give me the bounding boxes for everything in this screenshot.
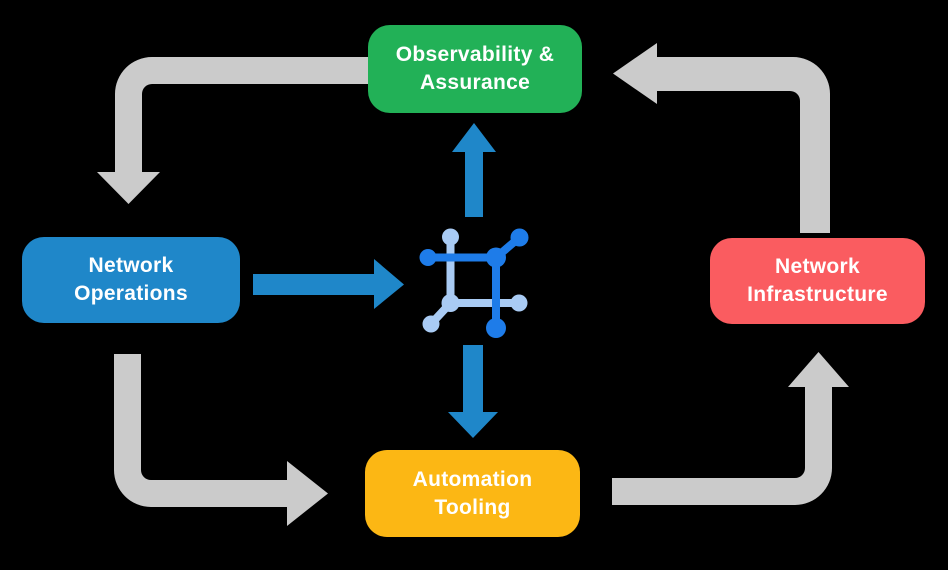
arrow-infrastructure-to-observability bbox=[613, 43, 830, 233]
node-observability-assurance-label: Observability & Assurance bbox=[395, 43, 555, 94]
node-automation-tooling: Automation Tooling bbox=[365, 450, 580, 537]
icon-light-node-diag bbox=[422, 315, 440, 333]
icon-dark-nodes bbox=[419, 228, 529, 338]
node-automation-tooling-label: Automation Tooling bbox=[412, 467, 533, 519]
gray-cycle-arrows bbox=[97, 43, 849, 526]
icon-light-node-top bbox=[442, 228, 459, 246]
arrow-automation-to-infrastructure bbox=[612, 352, 849, 505]
network-automation-icon bbox=[419, 228, 529, 338]
icon-dark-node-bottom bbox=[486, 318, 506, 338]
arrow-center-to-automation bbox=[448, 345, 498, 438]
icon-dark-node-corner bbox=[486, 247, 506, 268]
icon-light-node-right bbox=[510, 294, 528, 312]
arrow-operations-to-center bbox=[253, 259, 404, 309]
node-network-infrastructure-label: Network Infrastructure bbox=[747, 255, 888, 306]
arrow-operations-to-automation bbox=[114, 354, 328, 526]
arrow-observability-to-operations bbox=[97, 57, 368, 204]
node-network-operations: Network Operations bbox=[22, 237, 240, 323]
icon-dark-node-left bbox=[419, 249, 437, 266]
icon-dark-node-diag bbox=[510, 228, 529, 247]
blue-center-arrows bbox=[253, 123, 498, 438]
node-observability-assurance: Observability & Assurance bbox=[368, 25, 582, 113]
node-network-operations-label: Network Operations bbox=[74, 254, 188, 305]
icon-light-nodes bbox=[422, 228, 528, 333]
node-network-infrastructure: Network Infrastructure bbox=[710, 238, 925, 324]
arrow-center-to-observability bbox=[452, 123, 496, 217]
icon-light-node-corner bbox=[441, 294, 460, 312]
